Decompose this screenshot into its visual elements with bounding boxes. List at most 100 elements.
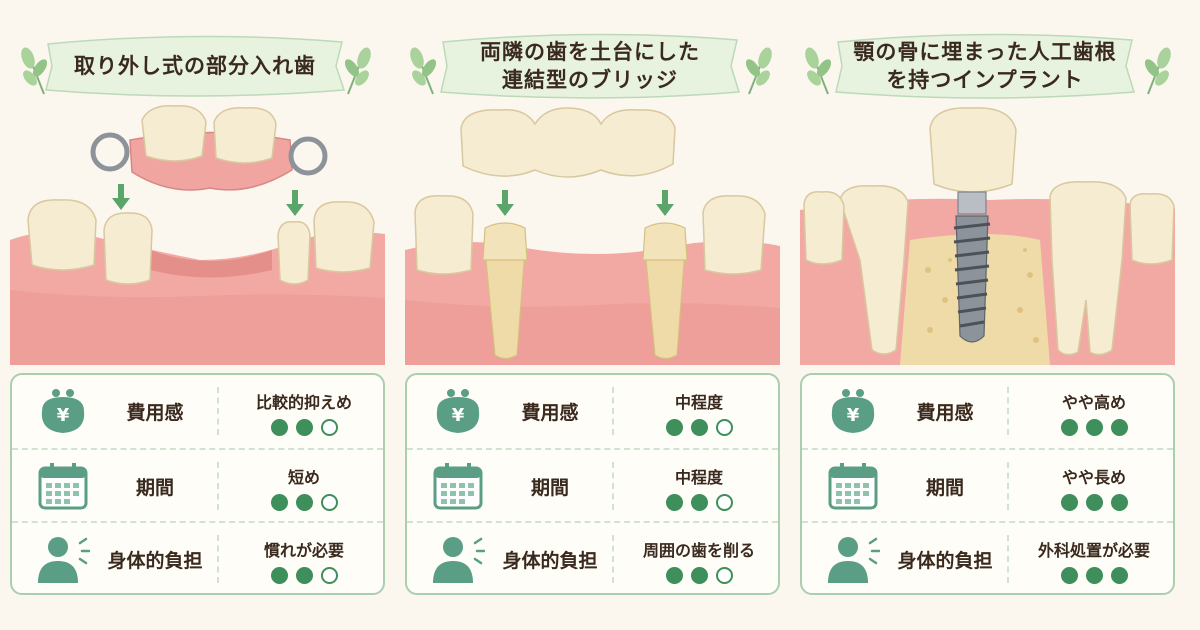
rating-dot-empty bbox=[320, 494, 338, 511]
yen-symbol: ¥ bbox=[452, 405, 465, 426]
rating-dot-filled bbox=[665, 494, 683, 511]
row-physical-burden: 身体的負担 外科処置が必要 bbox=[802, 521, 1173, 593]
info-card: ¥ 費用感 中程度 期間 中程度 bbox=[405, 373, 780, 595]
title-banner: 両隣の歯を土台にした 連結型のブリッジ bbox=[435, 28, 745, 104]
rating-dots bbox=[1014, 419, 1174, 436]
person-icon bbox=[38, 537, 90, 583]
row-value: 中程度 bbox=[674, 468, 723, 487]
rating-dot-filled bbox=[1060, 494, 1078, 511]
banner-ribbon bbox=[440, 33, 740, 99]
rating-dot-filled bbox=[690, 419, 708, 436]
rating-dots bbox=[1014, 567, 1174, 584]
calendar-icon bbox=[38, 463, 88, 510]
rating-dot-filled bbox=[665, 419, 683, 436]
row-value: 中程度 bbox=[674, 393, 723, 412]
row-physical-burden: 身体的負担 慣れが必要 bbox=[12, 521, 383, 593]
rating-dots bbox=[619, 419, 779, 436]
rating-dot-empty bbox=[320, 419, 338, 436]
row-label: 身体的負担 bbox=[107, 549, 203, 572]
row-duration: 期間 中程度 bbox=[407, 448, 778, 520]
rating-dot-filled bbox=[1085, 419, 1103, 436]
rating-dot-filled bbox=[295, 419, 313, 436]
person-icon bbox=[828, 537, 880, 583]
rating-dot-filled bbox=[270, 419, 288, 436]
coin-purse-icon: ¥ bbox=[831, 389, 875, 433]
yen-symbol: ¥ bbox=[847, 405, 860, 426]
calendar-icon bbox=[433, 463, 483, 510]
rating-dots bbox=[224, 419, 384, 436]
row-label: 費用感 bbox=[521, 401, 579, 424]
rating-dots bbox=[224, 494, 384, 511]
row-duration: 期間 やや長め bbox=[802, 448, 1173, 520]
row-cost: ¥ 費用感 中程度 bbox=[407, 375, 778, 447]
row-cost: ¥ 費用感 やや高め bbox=[802, 375, 1173, 447]
calendar-icon bbox=[828, 463, 878, 510]
row-physical-burden: 身体的負担 周囲の歯を削る bbox=[407, 521, 778, 593]
row-value: 比較的抑えめ bbox=[255, 393, 352, 412]
implant-illustration bbox=[800, 107, 1175, 365]
row-label: 期間 bbox=[925, 476, 964, 499]
rating-dots bbox=[619, 494, 779, 511]
title-banner: 顎の骨に埋まった人工歯根 を持つインプラント bbox=[830, 28, 1140, 104]
yen-symbol: ¥ bbox=[57, 405, 70, 426]
info-card: ¥ 費用感 やや高め 期間 やや長め bbox=[800, 373, 1175, 595]
row-label: 期間 bbox=[135, 476, 174, 499]
row-value: やや長め bbox=[1061, 468, 1126, 487]
leaf-sprig-icon bbox=[21, 47, 48, 95]
title-line-1: 両隣の歯を土台にした bbox=[480, 40, 700, 64]
rating-dot-filled bbox=[1060, 567, 1078, 584]
rating-dot-filled bbox=[1060, 419, 1078, 436]
info-card: ¥ 費用感 比較的抑えめ 期間 短め bbox=[10, 373, 385, 595]
row-value: 短め bbox=[287, 468, 320, 487]
rating-dot-filled bbox=[1085, 567, 1103, 584]
title-line-1: 取り外し式の部分入れ歯 bbox=[74, 54, 316, 78]
partial-denture-illustration bbox=[10, 105, 385, 365]
row-duration: 期間 短め bbox=[12, 448, 383, 520]
rating-dot-filled bbox=[690, 567, 708, 584]
row-label: 費用感 bbox=[916, 401, 974, 424]
coin-purse-icon: ¥ bbox=[41, 389, 85, 433]
rating-dot-filled bbox=[295, 567, 313, 584]
leaf-sprig-icon bbox=[1144, 47, 1171, 95]
bridge-illustration bbox=[405, 107, 780, 365]
title-line-2: を持つインプラント bbox=[886, 68, 1084, 92]
rating-dot-filled bbox=[1110, 419, 1128, 436]
row-label: 期間 bbox=[530, 476, 569, 499]
title-line-1: 顎の骨に埋まった人工歯根 bbox=[853, 40, 1117, 64]
coin-purse-icon: ¥ bbox=[436, 389, 480, 433]
panel-implant: 顎の骨に埋まった人工歯根 を持つインプラント bbox=[790, 0, 1180, 630]
row-label: 費用感 bbox=[126, 401, 184, 424]
rating-dots bbox=[619, 567, 779, 584]
rating-dot-filled bbox=[270, 567, 288, 584]
banner-ribbon bbox=[835, 33, 1135, 99]
rating-dots bbox=[1014, 494, 1174, 511]
leaf-sprig-icon bbox=[410, 47, 437, 95]
leaf-sprig-icon bbox=[805, 47, 832, 95]
rating-dot-filled bbox=[665, 567, 683, 584]
rating-dot-empty bbox=[715, 419, 733, 436]
title-banner: 取り外し式の部分入れ歯 bbox=[40, 28, 350, 104]
rating-dot-filled bbox=[295, 494, 313, 511]
row-value: やや高め bbox=[1061, 393, 1126, 412]
rating-dot-empty bbox=[715, 567, 733, 584]
rating-dot-empty bbox=[320, 567, 338, 584]
row-label: 身体的負担 bbox=[897, 549, 993, 572]
row-value: 周囲の歯を削る bbox=[642, 541, 755, 560]
leaf-sprig-icon bbox=[344, 47, 371, 95]
title-line-2: 連結型のブリッジ bbox=[502, 68, 678, 92]
rating-dot-filled bbox=[690, 494, 708, 511]
panel-partial-denture: 取り外し式の部分入れ歯 bbox=[0, 0, 390, 630]
row-value: 外科処置が必要 bbox=[1037, 541, 1150, 560]
row-value: 慣れが必要 bbox=[263, 541, 344, 560]
row-cost: ¥ 費用感 比較的抑えめ bbox=[12, 375, 383, 447]
row-label: 身体的負担 bbox=[502, 549, 598, 572]
panel-bridge: 両隣の歯を土台にした 連結型のブリッジ bbox=[395, 0, 785, 630]
rating-dot-empty bbox=[715, 494, 733, 511]
rating-dot-filled bbox=[1110, 567, 1128, 584]
rating-dots bbox=[224, 567, 384, 584]
rating-dot-filled bbox=[270, 494, 288, 511]
banner-ribbon bbox=[45, 35, 346, 97]
leaf-sprig-icon bbox=[745, 47, 772, 95]
rating-dot-filled bbox=[1085, 494, 1103, 511]
person-icon bbox=[433, 537, 485, 583]
